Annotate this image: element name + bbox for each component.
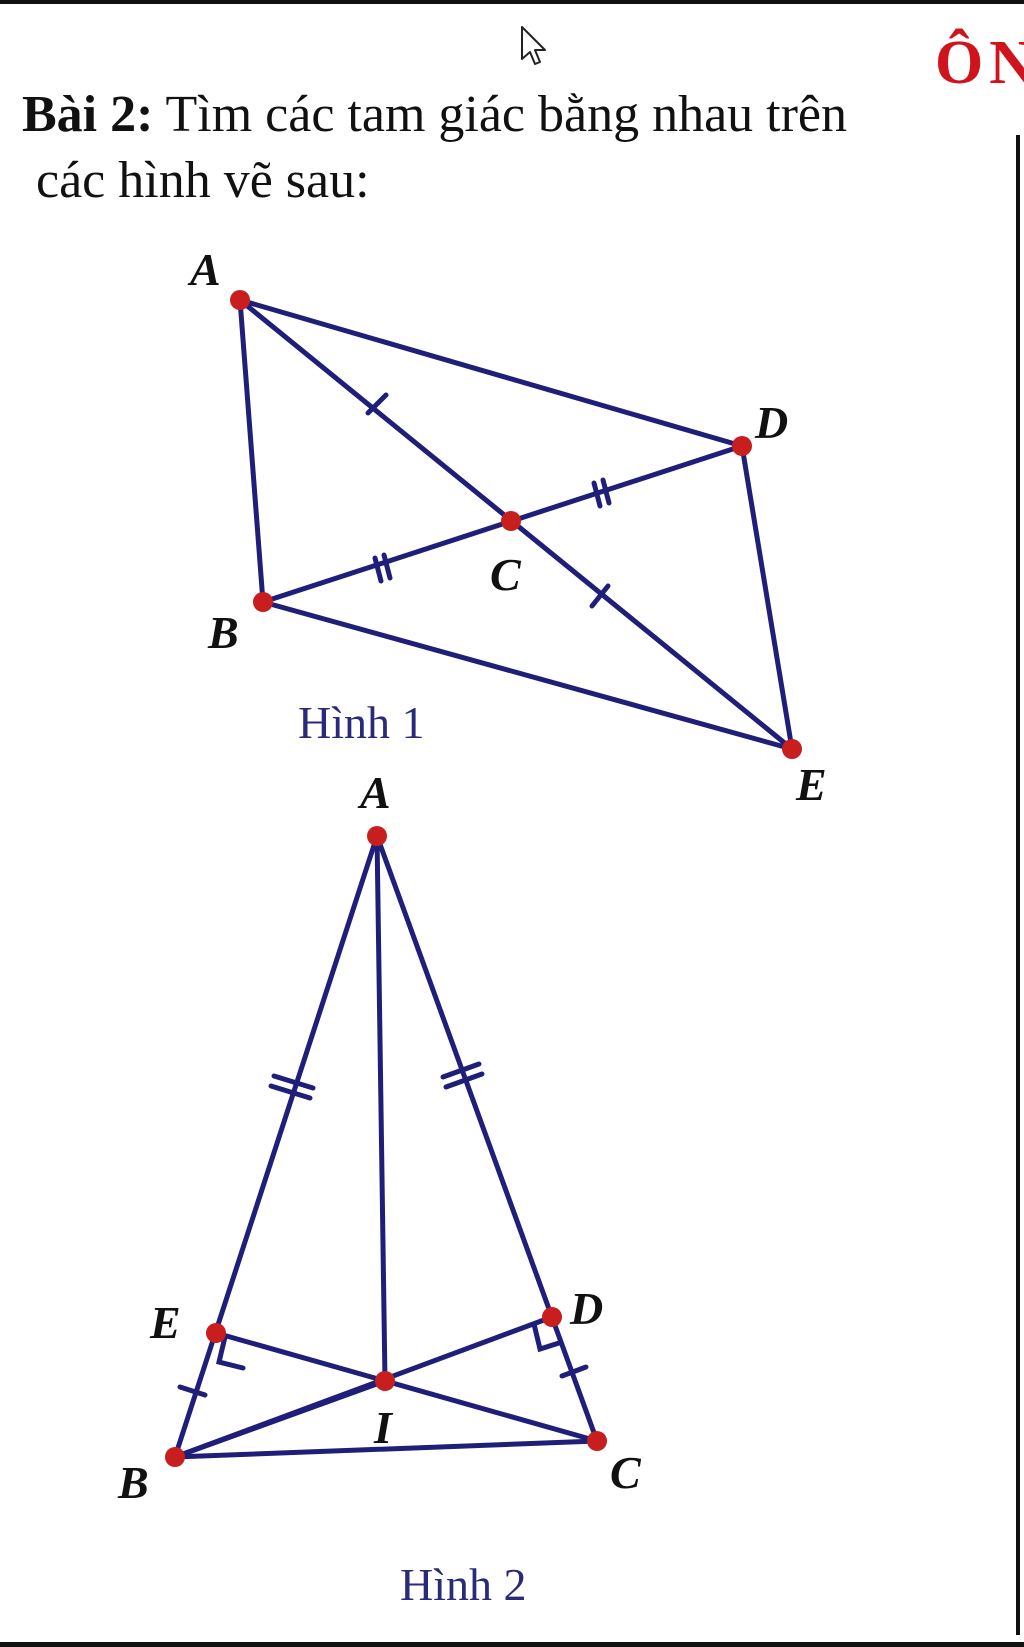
label-c-fig1: C — [490, 549, 522, 600]
segment-ab — [237, 297, 266, 605]
tick-dc — [559, 1364, 589, 1379]
tick-be — [177, 1384, 208, 1398]
label-a-fig2: A — [357, 767, 391, 818]
segment-ec — [213, 1330, 600, 1444]
point-c-fig1 — [501, 511, 521, 531]
point-b-fig1 — [253, 592, 273, 612]
segment-bd — [172, 1314, 555, 1460]
label-i-fig2: I — [373, 1402, 394, 1453]
problem-text-line-1: Tìm các tam giác bằng nhau trên — [165, 86, 847, 143]
mouse-cursor-icon — [521, 26, 546, 65]
problem-label: Bài 2: — [22, 86, 154, 143]
label-e-fig2: E — [149, 1297, 181, 1348]
figure-2-points — [165, 826, 607, 1467]
double-tick-ad-1 — [443, 1071, 485, 1090]
right-edge-bar — [1016, 135, 1020, 1635]
figure-2-labels: A E D I B C Hình 2 — [117, 767, 642, 1610]
caption-figure-1: Hình 1 — [298, 697, 425, 748]
label-b-fig1: B — [207, 607, 239, 658]
point-i-fig2 — [375, 1371, 395, 1391]
segment-ab-fig2 — [172, 833, 380, 1460]
segment-ai — [374, 833, 388, 1384]
top-border — [0, 0, 1024, 4]
right-angle-d — [531, 1321, 562, 1353]
figure-2 — [172, 833, 600, 1460]
label-d-fig1: D — [754, 397, 788, 448]
problem-line-1: Bài 2: Tìm các tam giác bằng nhau trên — [22, 82, 942, 148]
segment-de — [739, 443, 795, 752]
double-tick-cd-2 — [600, 477, 612, 506]
tick-ac — [365, 392, 389, 416]
caption-figure-2: Hình 2 — [400, 1559, 527, 1610]
double-tick-ae-2 — [271, 1073, 316, 1091]
label-a-fig1: A — [187, 244, 221, 295]
point-c-fig2 — [587, 1431, 607, 1451]
double-tick-ad-2 — [440, 1061, 482, 1080]
point-e-fig1 — [782, 739, 802, 759]
right-angle-e — [215, 1334, 246, 1371]
double-tick-cd-1 — [591, 480, 603, 509]
bottom-border — [0, 1642, 1024, 1647]
segment-ad — [237, 297, 745, 449]
label-b-fig2: B — [117, 1457, 149, 1508]
tick-ce — [589, 583, 611, 609]
label-c-fig2: C — [610, 1447, 642, 1498]
corner-title-fragment: ÔN — [935, 29, 1024, 97]
segment-ac-fig2 — [374, 833, 600, 1444]
figure-1-labels: A B C D E Hình 1 — [187, 244, 827, 810]
point-a-fig2 — [367, 826, 387, 846]
figure-1-points — [230, 290, 802, 759]
double-tick-bc-2 — [381, 552, 393, 581]
point-e-fig2 — [206, 1323, 226, 1343]
segment-be — [260, 599, 795, 752]
point-a-fig1 — [230, 290, 250, 310]
point-d-fig1 — [732, 436, 752, 456]
double-tick-ae-1 — [268, 1083, 313, 1101]
point-d-fig2 — [542, 1307, 562, 1327]
point-b-fig2 — [165, 1447, 185, 1467]
double-tick-bc-1 — [372, 555, 384, 584]
label-d-fig2: D — [569, 1283, 603, 1334]
problem-statement: Bài 2: Tìm các tam giác bằng nhau trên c… — [22, 82, 942, 214]
segment-bc-fig2 — [172, 1438, 600, 1460]
problem-text-line-2: các hình vẽ sau: — [36, 152, 370, 209]
label-e-fig1: E — [795, 759, 827, 810]
